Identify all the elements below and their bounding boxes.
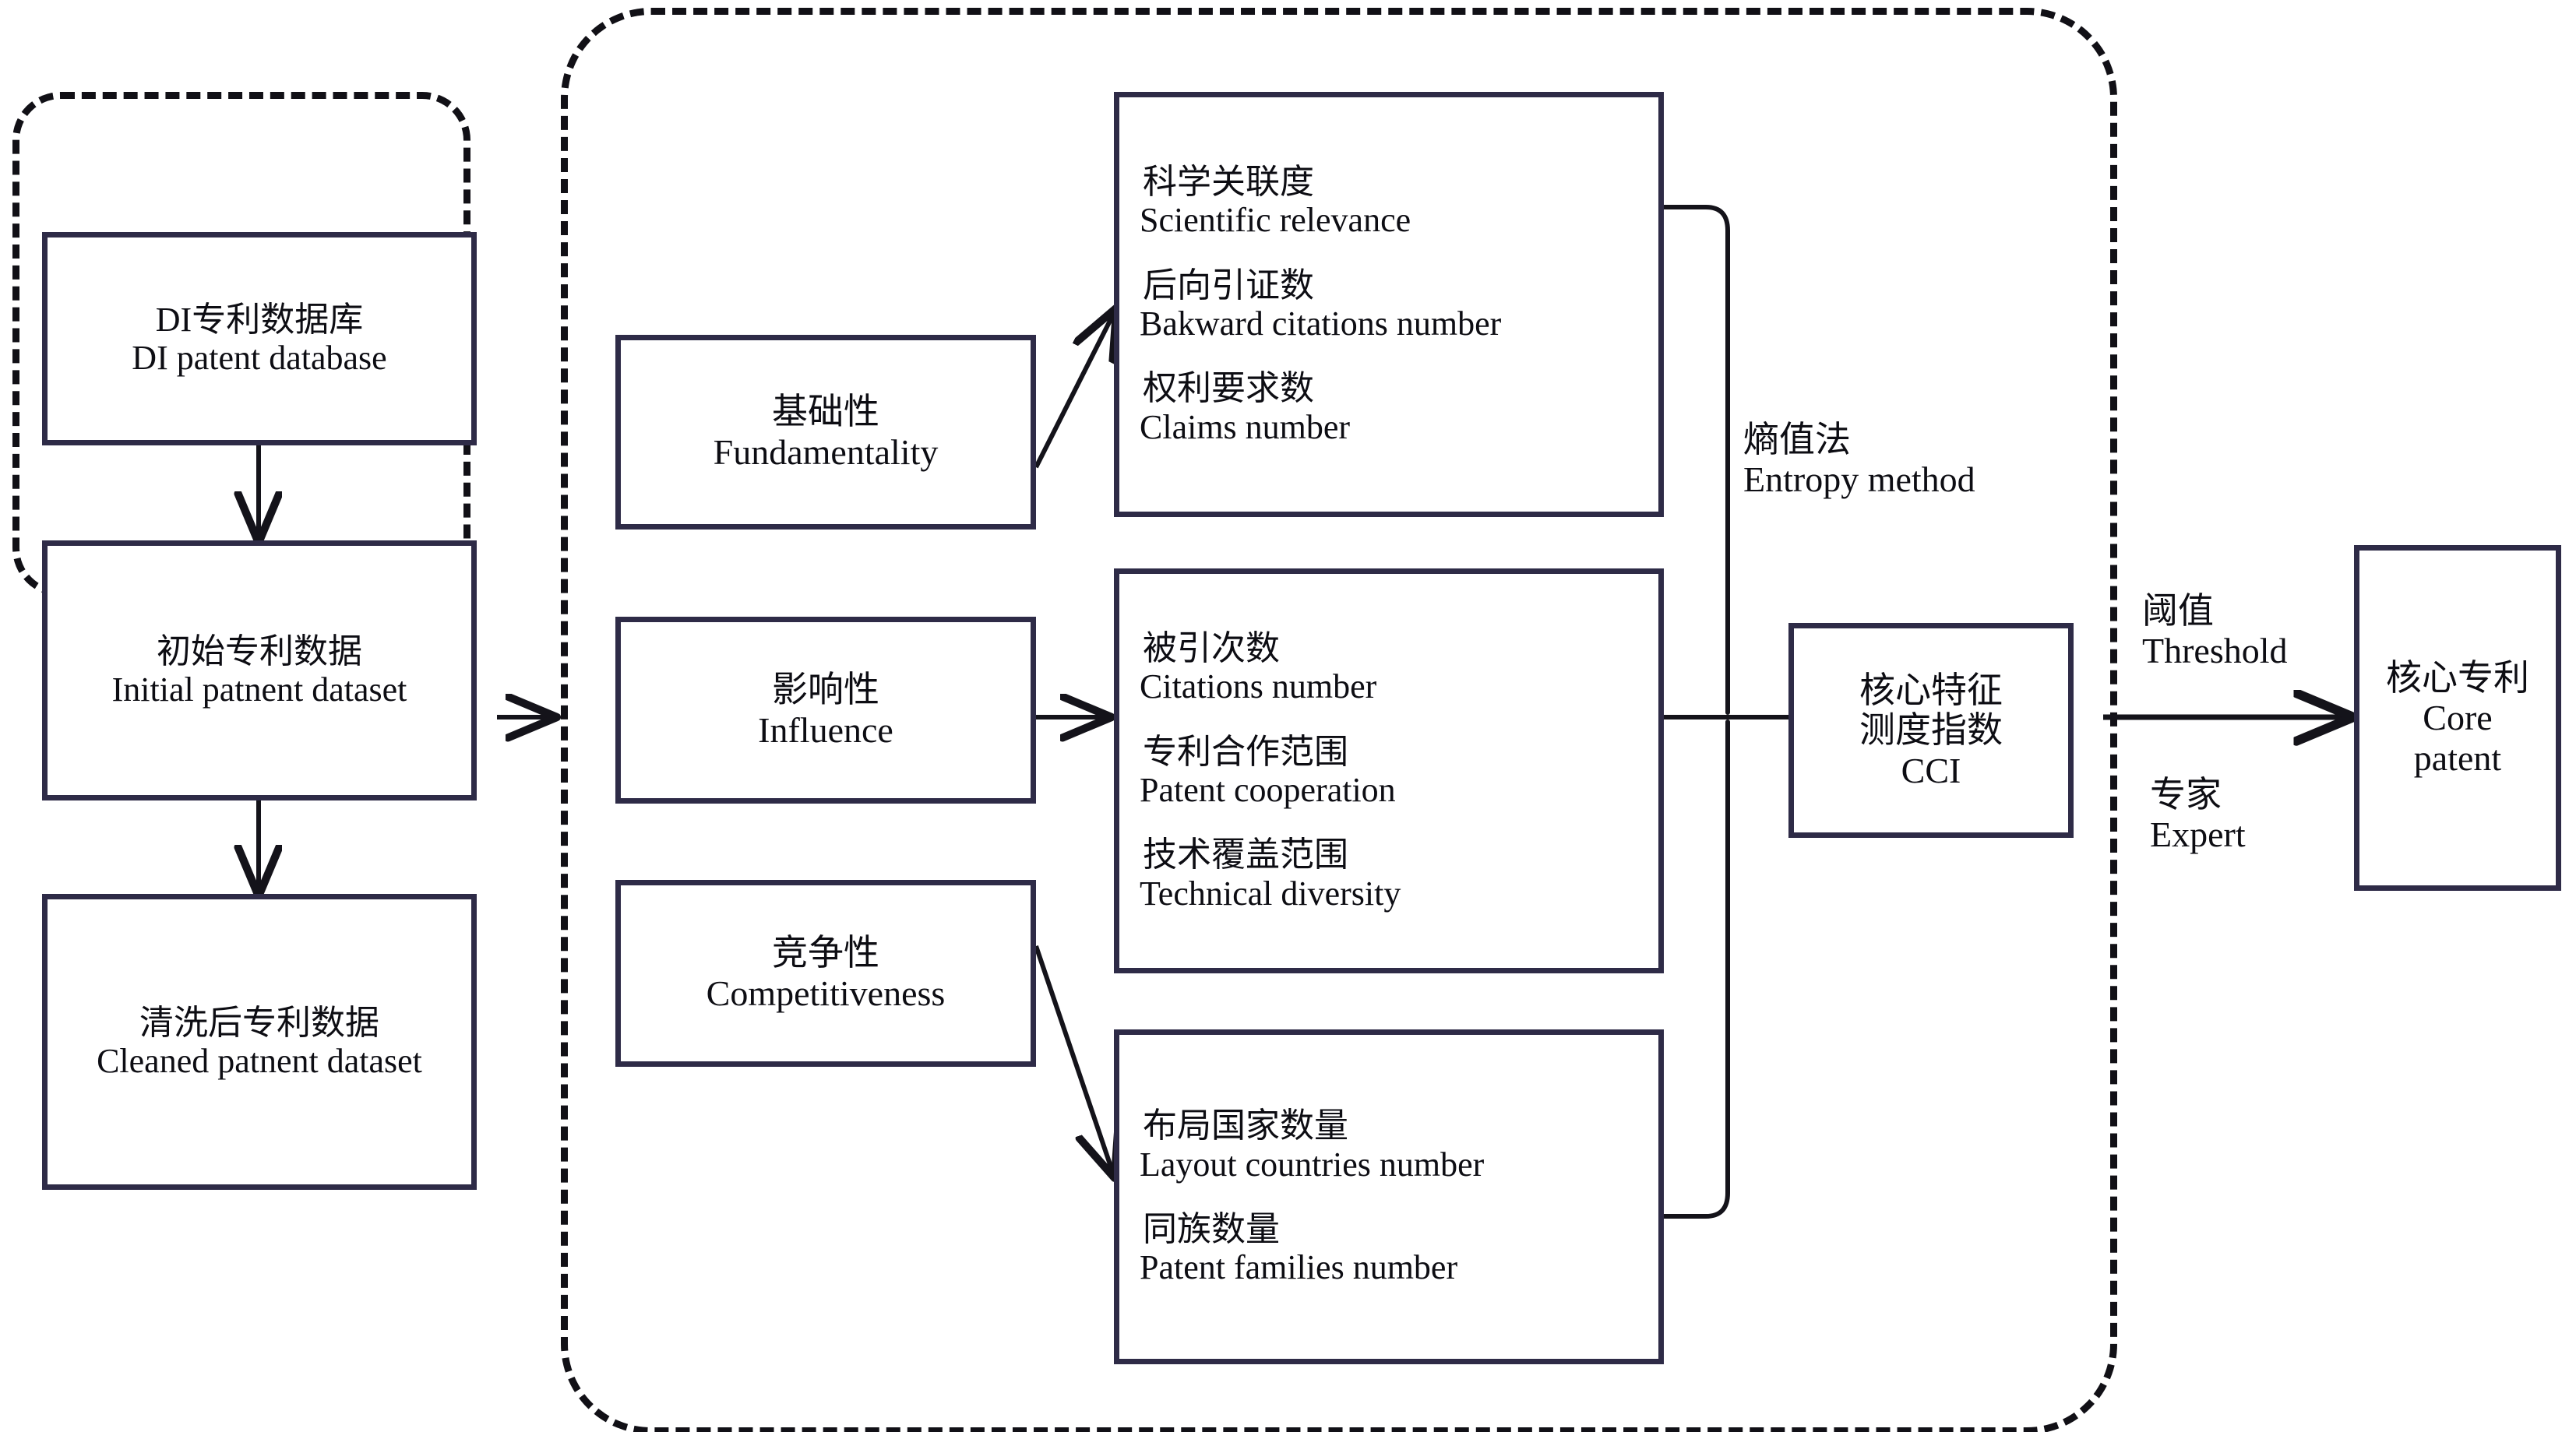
indicator-item: 权利要求数 Claims number [1140,369,1651,446]
indicator-en-label: Patent cooperation [1140,771,1396,809]
indicator-en-label: Scientific relevance [1140,201,1411,240]
node-initial-patent-dataset[interactable]: 初始专利数据 Initial patnent dataset [42,540,477,800]
indicator-item: 技术覆盖范围 Technical diversity [1140,836,1651,913]
node-zh-label: 基础性 [772,392,879,432]
node-en-label: DI patent database [132,339,387,377]
node-fundamentality[interactable]: 基础性 Fundamentality [615,335,1036,530]
label-expert: 专家 Expert [2150,775,2246,854]
bracket-bottom-branch [1658,720,1730,1219]
expert-en-label: Expert [2150,814,2246,854]
indicator-zh-label: 技术覆盖范围 [1143,836,1348,874]
node-cleaned-patent-dataset[interactable]: 清洗后专利数据 Cleaned patnent dataset [42,894,477,1190]
threshold-en-label: Threshold [2142,630,2288,670]
cci-zh-line1: 核心特征 [1859,670,2003,710]
label-entropy-method: 熵值法 Entropy method [1743,420,1975,499]
node-en-label: Fundamentality [713,432,939,472]
node-di-patent-database[interactable]: DI专利数据库 DI patent database [42,232,477,445]
core-patent-zh-label: 核心专利 [2386,657,2529,698]
cci-en-label: CCI [1901,750,1961,790]
indicator-zh-label: 专利合作范围 [1143,732,1348,771]
indicator-zh-label: 布局国家数量 [1143,1107,1348,1145]
indicator-en-label: Citations number [1140,667,1377,706]
node-zh-label: 初始专利数据 [157,632,362,670]
indicator-zh-label: 同族数量 [1143,1210,1280,1248]
node-core-characteristic-index[interactable]: 核心特征 测度指数 CCI [1788,623,2074,838]
indicator-zh-label: 被引次数 [1143,629,1280,668]
entropy-en-label: Entropy method [1743,459,1975,499]
node-zh-label: 清洗后专利数据 [139,1003,379,1042]
node-influence[interactable]: 影响性 Influence [615,617,1036,804]
arrow-fundamentality-to-indicators [1034,310,1115,469]
expert-zh-label: 专家 [2150,775,2222,815]
node-zh-label: 影响性 [772,670,879,710]
indicator-item: 同族数量 Patent families number [1140,1210,1651,1287]
block-influence-indicators[interactable]: 被引次数 Citations number 专利合作范围 Patent coop… [1114,568,1664,973]
indicator-en-label: Technical diversity [1140,874,1401,913]
indicator-zh-label: 后向引证数 [1143,266,1314,304]
indicator-zh-label: 科学关联度 [1143,163,1314,202]
block-competitiveness-indicators[interactable]: 布局国家数量 Layout countries number 同族数量 Pate… [1114,1029,1664,1364]
indicator-item: 科学关联度 Scientific relevance [1140,163,1651,240]
block-fundamentality-indicators[interactable]: 科学关联度 Scientific relevance 后向引证数 Bakward… [1114,92,1664,517]
node-en-label: Competitiveness [706,973,946,1013]
node-zh-label: 竞争性 [772,933,879,973]
node-zh-label: DI专利数据库 [155,300,364,339]
indicator-item: 布局国家数量 Layout countries number [1140,1107,1651,1184]
node-core-patent[interactable]: 核心专利 Core patent [2354,545,2561,891]
indicator-item: 专利合作范围 Patent cooperation [1140,733,1651,810]
indicator-en-label: Claims number [1140,407,1351,446]
threshold-zh-label: 阈值 [2142,591,2214,631]
node-en-label: Cleaned patnent dataset [97,1042,422,1080]
indicator-en-label: Patent families number [1140,1248,1458,1287]
core-patent-en-line1: Core [2423,698,2493,738]
indicator-en-label: Bakward citations number [1140,304,1502,343]
node-en-label: Influence [758,710,893,750]
entropy-zh-label: 熵值法 [1743,420,1851,459]
indicator-en-label: Layout countries number [1140,1145,1485,1184]
indicator-zh-label: 权利要求数 [1143,369,1314,408]
label-threshold: 阈值 Threshold [2142,591,2288,670]
bracket-indicators-to-cci [1658,205,1730,715]
node-competitiveness[interactable]: 竞争性 Competitiveness [615,880,1036,1067]
node-en-label: Initial patnent dataset [111,670,407,709]
core-patent-en-line2: patent [2413,737,2502,778]
cci-zh-line2: 测度指数 [1859,710,2003,751]
indicator-item: 被引次数 Citations number [1140,629,1651,706]
indicator-item: 后向引证数 Bakward citations number [1140,266,1651,343]
arrow-competitiveness-to-indicators [1034,945,1114,1176]
